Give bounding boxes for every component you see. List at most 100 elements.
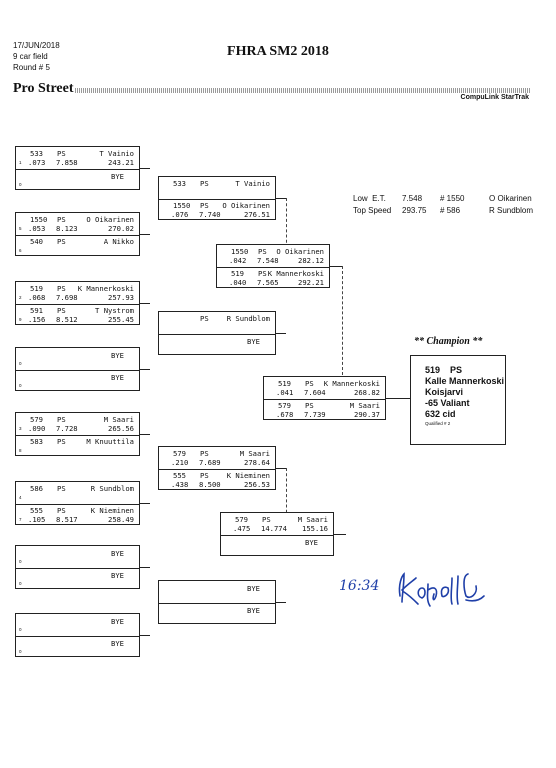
car-class: PS — [200, 471, 209, 480]
reaction-time: .068 — [28, 293, 46, 302]
reaction-time: .076 — [171, 210, 189, 219]
lane-divider — [264, 399, 385, 400]
reaction-time: .041 — [276, 388, 294, 397]
car-class: PS — [258, 247, 267, 256]
lane-divider — [221, 535, 333, 536]
reaction-time: .053 — [28, 224, 46, 233]
elapsed-time: 7.728 — [56, 424, 78, 433]
lane-divider — [16, 636, 139, 637]
reaction-time: .210 — [171, 458, 189, 467]
page-title: FHRA SM2 2018 — [227, 44, 329, 59]
signature-mark — [398, 572, 485, 607]
car-number: 1550 — [231, 247, 249, 256]
driver-name: K Mannerkoski — [267, 269, 324, 278]
driver-name: M Saari — [297, 515, 328, 524]
seed-number: 7 — [19, 517, 22, 522]
bye-label: BYE — [111, 571, 124, 580]
reaction-time: .040 — [229, 278, 247, 287]
reaction-time: .438 — [171, 480, 189, 489]
driver-name: O Oikarinen — [276, 247, 324, 256]
elapsed-time: 7.740 — [199, 210, 221, 219]
seed-number: 0 — [19, 182, 22, 187]
connector-line — [140, 369, 150, 370]
connector-line — [286, 198, 287, 248]
champion-name: Kalle Mannerkoski — [425, 376, 505, 386]
elapsed-time: 8.512 — [56, 315, 78, 324]
seed-number: 0 — [19, 627, 22, 632]
car-number: 579 — [278, 401, 291, 410]
low-et-label: Low E.T. — [353, 194, 386, 203]
car-number: 1550 — [173, 201, 191, 210]
car-class: PS — [57, 284, 66, 293]
car-class: PS — [200, 201, 209, 210]
trap-speed: 265.56 — [108, 424, 134, 433]
elapsed-time: 8.517 — [56, 515, 78, 524]
seed-number: 0 — [19, 649, 22, 654]
trap-speed: 282.12 — [298, 256, 324, 265]
seed-number: 0 — [19, 581, 22, 586]
connector-line — [140, 434, 150, 435]
lane-divider — [16, 435, 139, 436]
connector-line — [140, 168, 150, 169]
champion-connector — [386, 398, 410, 399]
trap-speed: 290.37 — [354, 410, 380, 419]
trap-speed: 292.21 — [298, 278, 324, 287]
top-speed-name: R Sundblom — [489, 206, 534, 215]
timing-system: CompuLink StarTrak — [460, 94, 529, 101]
bye-label: BYE — [247, 584, 260, 593]
car-number: 519 — [278, 379, 291, 388]
signature-time: 16:34 — [339, 578, 380, 594]
car-class: PS — [57, 237, 66, 246]
lane-divider — [16, 504, 139, 505]
low-et-name: O Oikarinen — [489, 194, 532, 203]
elapsed-time: 7.858 — [56, 158, 78, 167]
connector-line — [140, 503, 150, 504]
trap-speed: 257.93 — [108, 293, 134, 302]
champion-num: 519 — [425, 365, 441, 375]
seed-number: 5 — [19, 226, 22, 231]
lane-divider — [159, 603, 275, 604]
lane-divider — [159, 469, 275, 470]
lane-divider — [16, 235, 139, 236]
car-number: 591 — [30, 306, 43, 315]
champion-city: Koisjarvi — [425, 387, 464, 397]
seed-number: 1 — [19, 160, 22, 165]
car-class: PS — [262, 515, 271, 524]
connector-line — [140, 635, 150, 636]
champion-heading: ** Champion ** — [414, 336, 483, 347]
car-class: PS — [258, 269, 267, 278]
round2-match: BYE BYE — [158, 580, 276, 624]
trap-speed: 256.53 — [244, 480, 270, 489]
bye-label: BYE — [247, 606, 260, 615]
reaction-time: .073 — [28, 158, 46, 167]
seed-number: 9 — [19, 317, 22, 322]
field-size: 9 car field — [13, 52, 48, 61]
car-number: 555 — [30, 506, 43, 515]
low-et-value: 7.548 — [402, 194, 423, 203]
car-number: 579 — [30, 415, 43, 424]
elapsed-time: 7.548 — [257, 256, 279, 265]
low-et-num: # 1550 — [440, 194, 465, 203]
top-speed-label: Top Speed — [353, 206, 392, 215]
trap-speed: 255.45 — [108, 315, 134, 324]
car-class: PS — [305, 401, 314, 410]
champion-qualified: Qualified # 2 — [425, 421, 451, 426]
car-number: 1550 — [30, 215, 48, 224]
connector-line — [334, 534, 346, 535]
seed-number: 4 — [19, 495, 22, 500]
connector-line — [342, 266, 343, 375]
top-speed-num: # 586 — [440, 206, 461, 215]
driver-name: M Knuuttila — [86, 437, 134, 446]
seed-number: 6 — [19, 248, 22, 253]
round-number: Round # 5 — [13, 63, 50, 72]
reaction-time: .475 — [233, 524, 251, 533]
elapsed-time: 8.500 — [199, 480, 221, 489]
